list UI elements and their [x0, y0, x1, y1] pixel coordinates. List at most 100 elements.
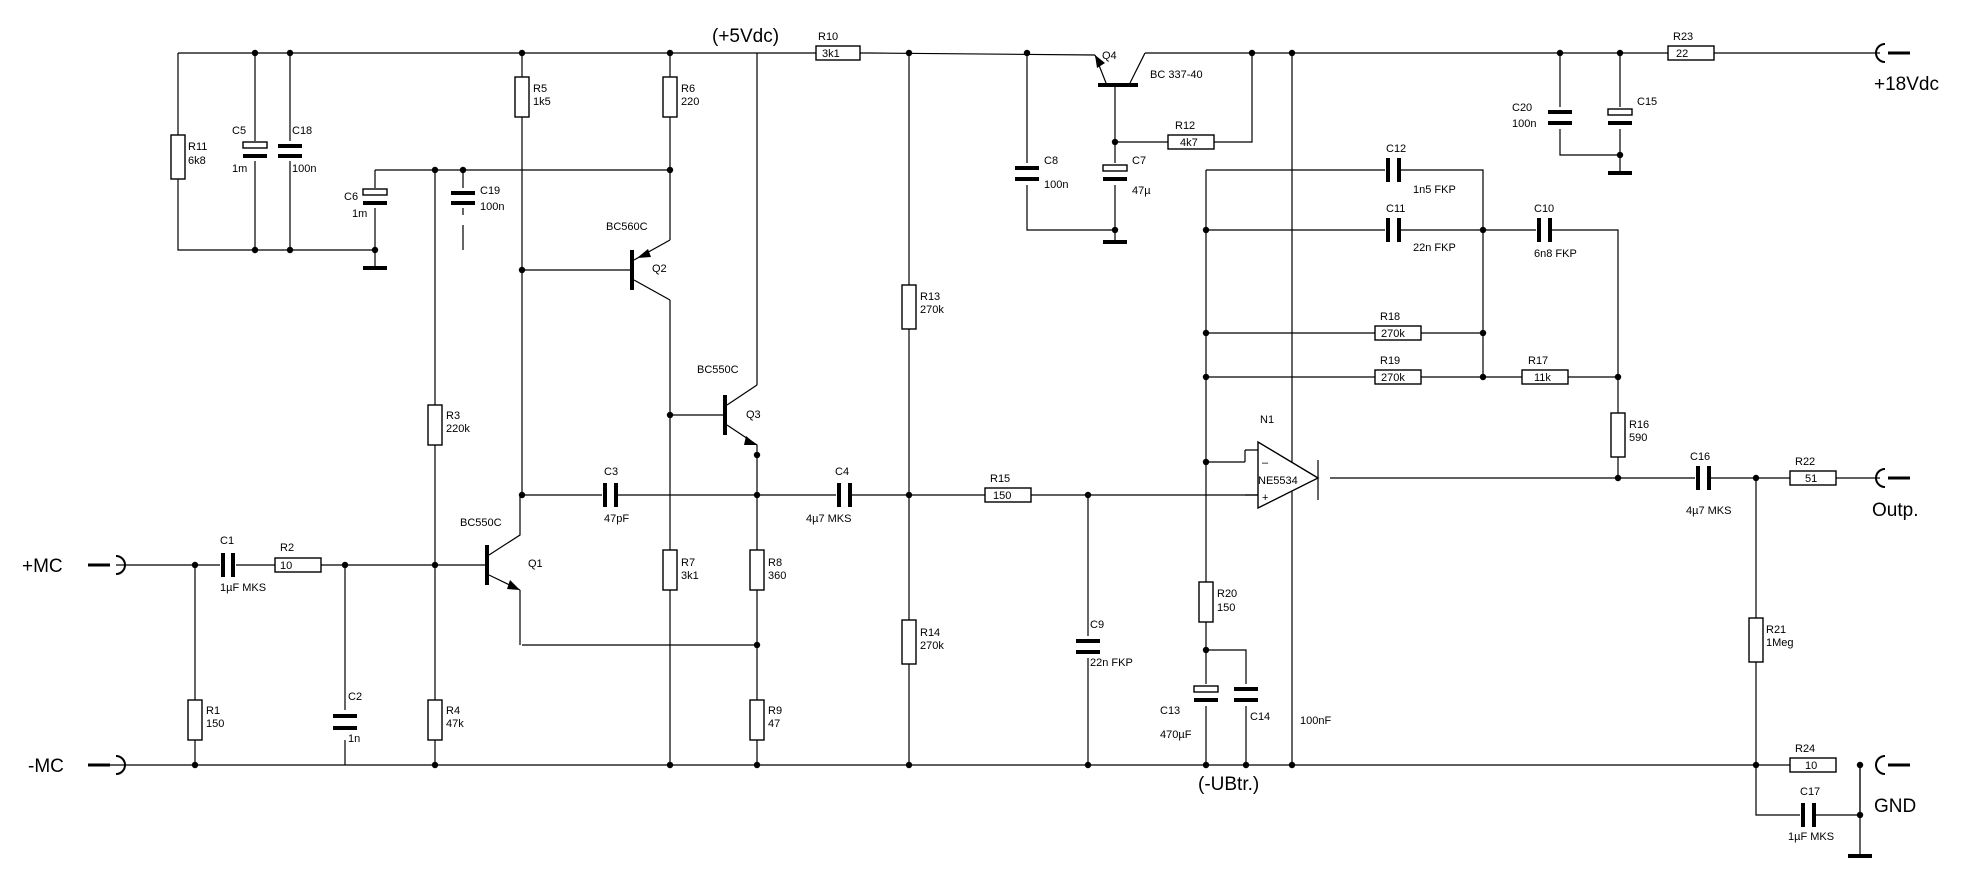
r21: R21 1Meg	[1748, 617, 1794, 663]
svg-text:C13: C13	[1160, 705, 1180, 717]
svg-text:R18: R18	[1380, 311, 1400, 323]
r19: R19 270k	[1374, 355, 1422, 385]
svg-text:100n: 100n	[480, 201, 504, 213]
svg-text:+: +	[1262, 492, 1268, 504]
connector-plus-mc	[88, 555, 126, 575]
c1: C1 1µF MKS	[220, 535, 266, 594]
svg-text:47: 47	[768, 718, 780, 730]
label-plus5v: (+5Vdc)	[712, 26, 779, 47]
svg-text:C9: C9	[1090, 619, 1104, 631]
svg-text:C1: C1	[220, 535, 234, 547]
label-minus-mc: -MC	[28, 756, 64, 777]
svg-text:Q1: Q1	[528, 558, 543, 570]
label-output: Outp.	[1872, 500, 1918, 521]
svg-text:1n: 1n	[348, 733, 360, 745]
r10: R10 3k1	[815, 31, 861, 61]
svg-text:R20: R20	[1217, 588, 1237, 600]
c4: C4 4µ7 MKS	[806, 466, 852, 525]
svg-text:C6: C6	[344, 191, 358, 203]
r16: R16 590	[1610, 412, 1649, 458]
c14: C14	[1234, 684, 1270, 723]
q3: BC550C Q3	[697, 364, 761, 455]
svg-text:22n FKP: 22n FKP	[1413, 242, 1456, 254]
r12: R12 4k7	[1167, 120, 1215, 150]
r8: R8 360	[749, 549, 786, 591]
r22: R22 51	[1789, 456, 1837, 486]
svg-text:R5: R5	[533, 83, 547, 95]
svg-text:6k8: 6k8	[188, 155, 206, 167]
r11: R11 6k8	[170, 134, 207, 180]
svg-text:R1: R1	[206, 705, 220, 717]
label-minus-ub: (-UBtr.)	[1198, 774, 1259, 795]
svg-text:270k: 270k	[1381, 328, 1405, 340]
svg-text:4µ7 MKS: 4µ7 MKS	[806, 513, 851, 525]
svg-text:BC 337-40: BC 337-40	[1150, 69, 1203, 81]
svg-text:270k: 270k	[920, 640, 944, 652]
svg-text:1m: 1m	[352, 208, 367, 220]
svg-text:Q2: Q2	[652, 263, 667, 275]
c10: C10 6n8 FKP	[1534, 203, 1577, 260]
c9: C9 22n FKP	[1076, 619, 1133, 669]
svg-text:11k: 11k	[1534, 372, 1551, 384]
svg-text:Q3: Q3	[746, 409, 761, 421]
r24: R24 10	[1789, 743, 1837, 773]
r6: R6 220	[662, 76, 699, 118]
svg-text:R11: R11	[188, 141, 207, 153]
ground-symbols	[363, 155, 1872, 858]
svg-text:150: 150	[993, 490, 1011, 502]
svg-text:R2: R2	[280, 542, 294, 554]
svg-text:R14: R14	[920, 627, 940, 639]
c2: C2 1n	[333, 691, 362, 745]
svg-text:R15: R15	[990, 473, 1010, 485]
svg-text:C11: C11	[1386, 203, 1405, 215]
svg-text:R13: R13	[920, 291, 940, 303]
svg-text:R16: R16	[1629, 419, 1649, 431]
svg-text:C16: C16	[1690, 451, 1710, 463]
r20: R20 150	[1198, 581, 1237, 623]
svg-text:R24: R24	[1795, 743, 1815, 755]
junctions	[191, 49, 1864, 819]
svg-text:R21: R21	[1766, 624, 1786, 636]
svg-text:220: 220	[681, 96, 699, 108]
svg-text:R19: R19	[1380, 355, 1400, 367]
connector-minus-mc	[88, 755, 126, 775]
r13: R13 270k	[901, 284, 944, 330]
svg-text:1k5: 1k5	[533, 96, 551, 108]
svg-text:C3: C3	[604, 466, 618, 478]
svg-text:3k1: 3k1	[822, 48, 840, 60]
c11: C11 22n FKP	[1385, 203, 1456, 254]
svg-text:C20: C20	[1512, 102, 1532, 114]
svg-text:150: 150	[1217, 602, 1235, 614]
svg-text:R23: R23	[1673, 31, 1693, 43]
svg-text:C4: C4	[835, 466, 849, 478]
opamp-n1: – + NE5534 N1	[1245, 414, 1320, 510]
svg-text:4µ7 MKS: 4µ7 MKS	[1686, 505, 1731, 517]
svg-text:220k: 220k	[446, 423, 470, 435]
c19: C19 100n	[451, 185, 504, 213]
label-gnd: GND	[1874, 796, 1916, 817]
svg-text:47k: 47k	[446, 718, 464, 730]
svg-text:C7: C7	[1132, 155, 1146, 167]
label-plus-mc: +MC	[22, 556, 63, 577]
c6: C6 1m	[344, 188, 388, 220]
svg-text:C2: C2	[348, 691, 362, 703]
svg-text:R10: R10	[818, 31, 838, 43]
svg-text:10: 10	[1805, 760, 1817, 772]
c18: C18 100n	[278, 125, 316, 175]
svg-text:Q4: Q4	[1102, 50, 1117, 62]
label-100nf: 100nF	[1300, 715, 1331, 727]
svg-text:10: 10	[280, 560, 292, 572]
r14: R14 270k	[901, 619, 944, 665]
r7: R7 3k1	[662, 549, 699, 591]
c8: C8 100n	[1015, 155, 1068, 191]
svg-text:C18: C18	[292, 125, 312, 137]
r17: R17 11k	[1521, 355, 1569, 385]
r9: R9 47	[749, 699, 782, 741]
svg-text:6n8 FKP: 6n8 FKP	[1534, 248, 1577, 260]
svg-text:4k7: 4k7	[1180, 137, 1198, 149]
svg-text:3k1: 3k1	[681, 570, 699, 582]
svg-text:BC560C: BC560C	[606, 221, 648, 233]
r18: R18 270k	[1374, 311, 1422, 341]
q1: BC550C Q1	[460, 495, 543, 591]
